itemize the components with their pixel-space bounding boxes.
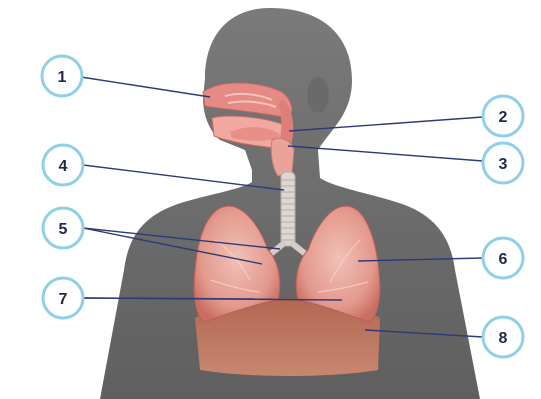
label-7: 7 xyxy=(43,278,83,318)
label-6: 6 xyxy=(483,238,523,278)
label-1: 1 xyxy=(42,56,82,96)
label-4-text: 4 xyxy=(59,158,68,175)
ear-shape xyxy=(307,77,329,113)
leader-line-1 xyxy=(81,77,210,97)
label-3-text: 3 xyxy=(499,156,508,173)
label-7-text: 7 xyxy=(59,291,68,308)
label-2: 2 xyxy=(483,96,523,136)
label-5-text: 5 xyxy=(59,221,68,238)
label-2-text: 2 xyxy=(499,109,508,126)
label-8-text: 8 xyxy=(499,330,508,347)
larynx xyxy=(271,138,294,176)
label-5: 5 xyxy=(43,208,83,248)
label-4: 4 xyxy=(43,145,83,185)
label-6-text: 6 xyxy=(499,251,508,268)
label-8: 8 xyxy=(483,317,523,357)
upper-airway xyxy=(203,83,294,176)
label-3: 3 xyxy=(483,143,523,183)
trachea-tube xyxy=(281,172,295,246)
label-1-text: 1 xyxy=(58,69,67,86)
